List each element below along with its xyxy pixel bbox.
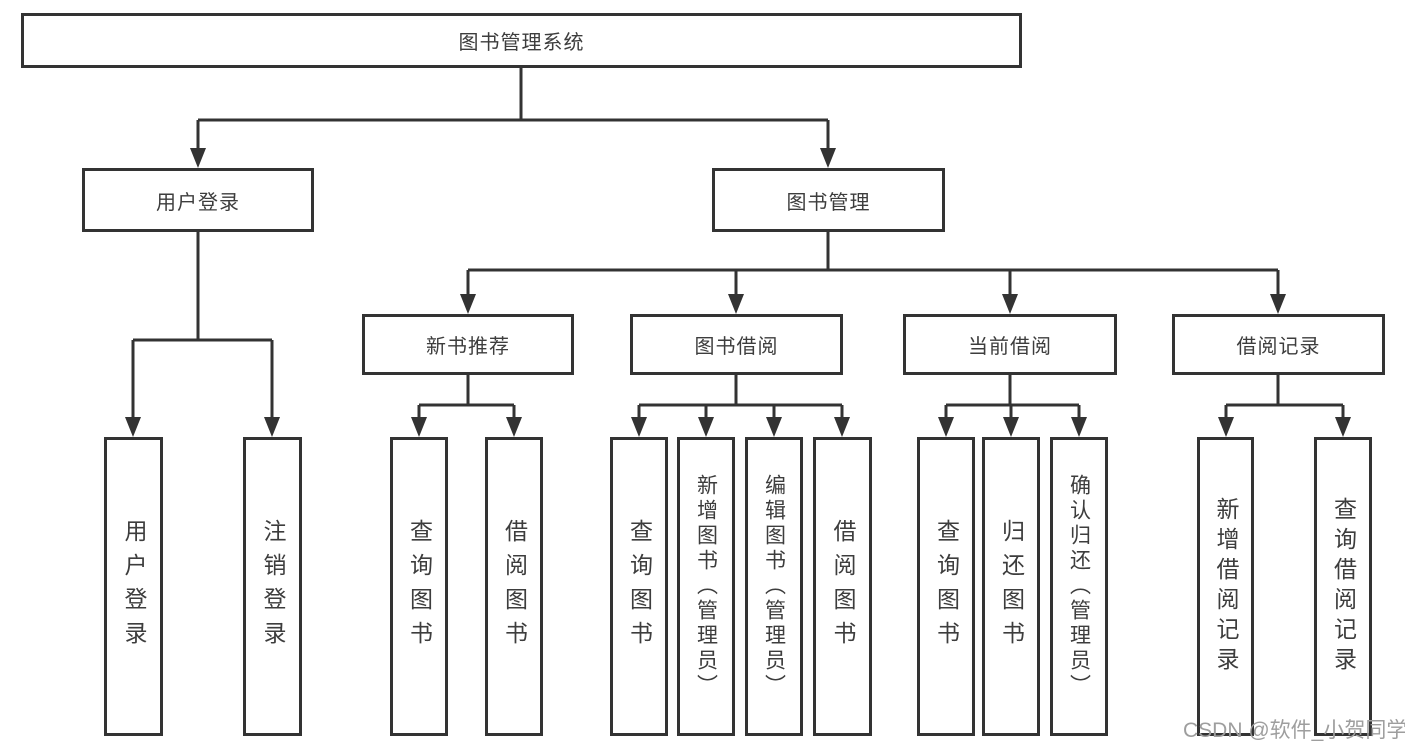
arrow-icon xyxy=(938,417,954,437)
arrow-icon xyxy=(190,148,206,168)
arrow-icon xyxy=(834,417,850,437)
leaf-query-books-current: 查询图书 xyxy=(917,437,975,736)
leaf-label: 确认归还（管理员） xyxy=(1067,474,1091,699)
leaf-label: 查询图书 xyxy=(933,518,960,655)
leaf-query-borrow-record: 查询借阅记录 xyxy=(1314,437,1372,736)
arrow-icon xyxy=(1335,417,1351,437)
leaf-user-login: 用户登录 xyxy=(104,437,163,736)
leaf-label: 编辑图书（管理员） xyxy=(762,474,786,699)
node-root: 图书管理系统 xyxy=(21,13,1022,68)
connector-book-borrow-split xyxy=(637,375,844,421)
arrow-icon xyxy=(411,417,427,437)
watermark-text: CSDN @软件_小贺同学 xyxy=(1183,719,1405,742)
arrow-icon xyxy=(766,417,782,437)
node-label: 图书管理 xyxy=(786,191,871,214)
leaf-label: 查询图书 xyxy=(406,518,433,655)
arrow-icon xyxy=(1218,417,1234,437)
leaf-borrow-books-borrowing: 借阅图书 xyxy=(813,437,872,736)
arrow-icon xyxy=(1002,294,1018,314)
leaf-label: 借阅图书 xyxy=(501,518,528,655)
leaf-label: 用户登录 xyxy=(121,518,147,655)
arrow-icon xyxy=(460,294,476,314)
arrow-icon xyxy=(125,417,141,437)
leaf-query-books-recommend: 查询图书 xyxy=(390,437,448,736)
arrow-icon xyxy=(728,294,744,314)
node-new-book-recommend: 新书推荐 xyxy=(362,314,574,375)
leaf-label: 新增借阅记录 xyxy=(1213,496,1239,677)
node-book-management: 图书管理 xyxy=(712,168,945,232)
arrowheads xyxy=(125,148,1351,437)
arrow-icon xyxy=(698,417,714,437)
connector-book-mgmt-split xyxy=(466,232,1280,298)
leaf-borrow-books-recommend: 借阅图书 xyxy=(485,437,543,736)
leaf-label: 新增图书（管理员） xyxy=(694,474,718,699)
leaf-label: 归还图书 xyxy=(998,518,1025,655)
node-label: 当前借阅 xyxy=(968,336,1052,358)
connector-user-login-split xyxy=(131,232,274,421)
arrow-icon xyxy=(506,417,522,437)
leaf-confirm-return-admin: 确认归还（管理员） xyxy=(1050,437,1108,736)
arrow-icon xyxy=(820,148,836,168)
leaf-label: 注销登录 xyxy=(260,518,286,655)
node-borrowing-records: 借阅记录 xyxy=(1172,314,1385,375)
arrow-icon xyxy=(631,417,647,437)
leaf-label: 查询图书 xyxy=(626,518,653,655)
leaf-add-book-admin: 新增图书（管理员） xyxy=(677,437,735,736)
connector-borrow-record-split xyxy=(1224,375,1345,421)
node-label: 图书借阅 xyxy=(694,336,779,358)
leaf-logout: 注销登录 xyxy=(243,437,302,736)
leaf-return-book: 归还图书 xyxy=(982,437,1040,736)
connector-current-borrow-split xyxy=(944,375,1081,421)
arrow-icon xyxy=(1071,417,1087,437)
node-book-borrowing: 图书借阅 xyxy=(630,314,843,375)
node-label: 借阅记录 xyxy=(1236,336,1321,358)
node-user-login-branch: 用户登录 xyxy=(82,168,314,232)
arrow-icon xyxy=(1003,417,1019,437)
node-label: 新书推荐 xyxy=(426,336,510,358)
leaf-label: 查询借阅记录 xyxy=(1330,496,1357,677)
node-current-borrowing: 当前借阅 xyxy=(903,314,1117,375)
leaf-label: 借阅图书 xyxy=(830,518,856,655)
arrow-icon xyxy=(1270,294,1286,314)
leaf-query-books-borrowing: 查询图书 xyxy=(610,437,668,736)
node-root-label: 图书管理系统 xyxy=(458,32,585,54)
leaf-add-borrow-record: 新增借阅记录 xyxy=(1197,437,1254,736)
arrow-icon xyxy=(264,417,280,437)
leaf-edit-book-admin: 编辑图书（管理员） xyxy=(745,437,803,736)
connector-new-book-split xyxy=(417,375,516,421)
connector-root-split xyxy=(196,68,830,152)
node-label: 用户登录 xyxy=(156,191,240,214)
